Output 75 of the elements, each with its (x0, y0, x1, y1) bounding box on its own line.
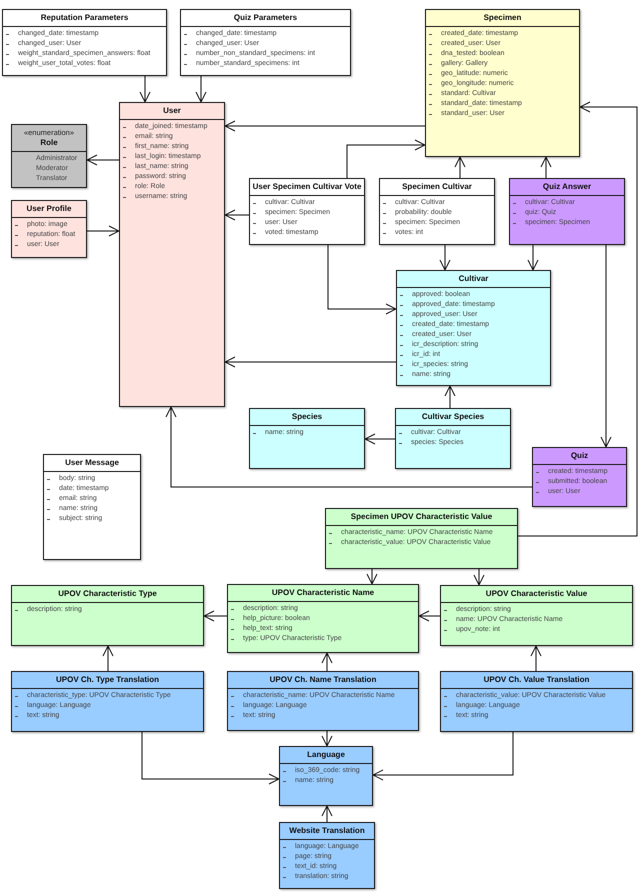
class-box (325, 508, 518, 569)
class-box (11, 585, 204, 646)
association-arrow (322, 730, 332, 746)
association-arrow (204, 610, 228, 622)
class-box (180, 9, 351, 76)
association-arrow (224, 210, 250, 220)
association-arrow (346, 140, 426, 178)
class-name: Specimen (484, 13, 522, 23)
class-box (532, 447, 627, 507)
association-arrow (540, 156, 552, 178)
class-box (2, 9, 167, 76)
class-name: User Message (65, 458, 119, 468)
association-arrow (224, 356, 396, 368)
association-arrow (518, 102, 638, 536)
class-name: Species (292, 412, 322, 422)
class-box (440, 671, 633, 732)
class-box (249, 408, 365, 469)
association-arrow (364, 434, 396, 444)
class-box (249, 178, 365, 245)
association-arrow (224, 120, 426, 132)
association-arrow (528, 244, 538, 270)
class-box (279, 822, 375, 889)
class-name: Specimen Cultivar (402, 182, 472, 192)
association-arrow (474, 568, 484, 586)
class-name: Specimen UPOV Characteristic Value (350, 512, 492, 522)
class-box (11, 124, 87, 188)
class-box (396, 270, 551, 386)
class-name: UPOV Ch. Name Translation (270, 675, 376, 685)
association-arrow (86, 154, 120, 166)
class-name: Reputation Parameters (40, 13, 128, 23)
class-box (379, 178, 495, 245)
association-arrow (328, 244, 396, 314)
class-name: Quiz Parameters (234, 13, 298, 23)
class-name: Language (307, 750, 345, 760)
association-arrow (166, 406, 532, 488)
association-arrow (322, 806, 332, 822)
class-name: UPOV Characteristic Value (486, 589, 588, 599)
class-box (11, 671, 204, 732)
class-name: User Specimen Cultivar Vote (252, 182, 362, 192)
association-arrow (444, 386, 456, 408)
association-arrow (196, 76, 206, 102)
class-name: Quiz (570, 451, 588, 461)
class-box (440, 585, 633, 646)
class-name: User Profile (26, 204, 72, 214)
association-arrow (322, 652, 332, 672)
association-arrow (440, 244, 450, 270)
association-arrow (372, 732, 514, 780)
class-box (279, 746, 373, 806)
association-arrow (600, 244, 612, 448)
association-arrow (418, 610, 440, 622)
class-name: UPOV Characteristic Type (58, 589, 157, 599)
class-box (509, 178, 625, 245)
class-box (425, 9, 580, 157)
class-box (395, 408, 511, 469)
association-arrow (530, 646, 542, 672)
class-box (11, 200, 87, 258)
class-name: Cultivar Species (422, 412, 484, 422)
class-box (227, 584, 419, 653)
class-name: Cultivar (458, 274, 488, 284)
association-arrow (86, 226, 120, 236)
class-name: UPOV Ch. Value Translation (484, 675, 590, 685)
class-name: Quiz Answer (542, 182, 592, 192)
class-box (43, 454, 141, 560)
association-arrow (366, 568, 378, 584)
class-name: Website Translation (289, 826, 365, 836)
class-name: User (163, 106, 181, 116)
class-name: Role (40, 138, 58, 148)
class-box (227, 671, 419, 731)
class-box (119, 102, 225, 407)
association-arrow (140, 76, 150, 102)
association-arrow (454, 156, 466, 178)
class-name: UPOV Characteristic Name (272, 588, 374, 598)
class-name: UPOV Ch. Type Translation (56, 675, 159, 685)
association-arrow (102, 646, 114, 672)
association-arrow (142, 732, 280, 784)
